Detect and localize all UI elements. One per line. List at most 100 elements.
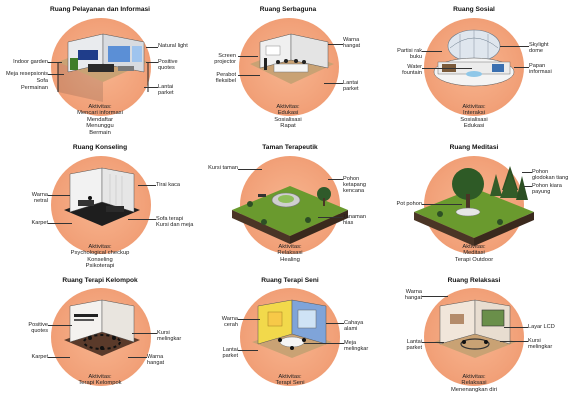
activity-item: Psikoterapi	[85, 263, 115, 270]
label-meja-melingkar: Meja melingkar	[344, 340, 369, 352]
activity-list: Aktivitas: Meditasi Terapi Outdoor	[374, 244, 574, 263]
label-cahaya-alami: Cahaya alami	[344, 320, 364, 332]
label-sofa-terapi: Sofa terapi	[156, 216, 184, 222]
activity-list: Aktivitas: Mencari informasi Mendaftar M…	[0, 104, 200, 136]
leader-line	[48, 325, 72, 326]
label-meja-resepsionis: Meja resepsionis	[6, 71, 48, 77]
leader-line	[238, 56, 258, 57]
label-positive-quotes: Positive quotes	[28, 322, 48, 334]
leader-line	[238, 350, 258, 351]
label-screen-projector: Screen projector	[214, 53, 236, 65]
activity-item: Relaksasi	[277, 250, 303, 257]
activity-heading: Aktivitas:	[88, 374, 112, 380]
activity-item: Healing	[280, 256, 300, 263]
label-water-fountain: Water fountain	[402, 64, 422, 76]
label-tirai-kaca: Tirai kaca	[156, 182, 181, 188]
activity-heading: Aktivitas:	[88, 244, 112, 250]
label-permainan: Permainan	[20, 85, 48, 91]
panel-ruang-terapi-kelompok: Ruang Terapi Kelompok Positive quotes Ka…	[0, 270, 200, 397]
leader-line	[328, 44, 343, 45]
label-kursi-melingkar: Kursi melingkar	[157, 330, 182, 342]
leader-line	[504, 327, 528, 328]
leader-line	[422, 68, 472, 69]
leader-line	[48, 223, 72, 224]
activity-heading: Aktivitas:	[462, 374, 486, 380]
activity-item: Terapi Seni	[275, 380, 305, 387]
leader-line	[514, 67, 529, 68]
activity-item: Bermain	[89, 129, 111, 136]
label-indoor-garden: Indoor garden	[13, 59, 48, 65]
activity-item: Menunggu	[86, 123, 114, 130]
activity-item: Edukasi	[463, 123, 485, 130]
meditation-garden-illustration	[414, 166, 534, 246]
label-layar-lcd: Layar LCD	[528, 324, 555, 330]
activity-list: Aktivitas: Interaksi Sosialisasi Edukasi	[374, 104, 574, 130]
activity-item: Konseling	[87, 256, 113, 263]
leader-line	[500, 46, 529, 47]
label-warna-hangat: Warna hangat	[343, 37, 361, 49]
panel-ruang-konseling: Ruang Konseling Warna netral Karpet Tira…	[0, 138, 200, 270]
leader-line	[318, 217, 343, 218]
label-lantai-parket: Lantai parket	[406, 339, 422, 351]
label-warna-hangat: Warna hangat	[147, 354, 165, 366]
leader-line	[522, 172, 532, 173]
panel-title: Ruang Meditasi	[449, 144, 499, 151]
multipurpose-room-illustration	[250, 33, 334, 84]
social-room-illustration	[433, 29, 515, 87]
label-karpet: Karpet	[31, 220, 48, 226]
panel-ruang-sosial: Ruang Sosial Partisi rak buku Water foun…	[374, 0, 574, 150]
panel-ruang-terapi-seni: Ruang Terapi Seni Warna cerah Lantai par…	[190, 270, 390, 397]
leader-line	[422, 204, 462, 205]
leader-line	[128, 357, 147, 358]
activity-item: Mendaftar	[86, 116, 114, 123]
panel-title: Taman Terapeutik	[262, 144, 318, 151]
label-partisi-rak-buku: Partisi rak buku	[397, 48, 422, 60]
activity-item: Terapi Outdoor	[454, 256, 494, 263]
label-natural-light: Natural light	[158, 43, 188, 49]
activity-item: Terapi Kelompok	[78, 380, 122, 387]
label-warna-hangat: Warna hangat	[404, 289, 422, 301]
activity-list: Aktivitas: Edukasi Sosialisasi Rapat	[188, 104, 388, 130]
label-pohon-glodokan: Pohon glodokan tiang	[532, 169, 569, 181]
leader-line	[48, 357, 70, 358]
label-warna-cerah: Warna cerah	[221, 316, 238, 328]
panel-taman-terapeutik: Taman Terapeutik Kursi taman Pohon ketap…	[190, 138, 390, 268]
leader-line	[238, 169, 262, 170]
label-kursi-taman: Kursi taman	[208, 165, 238, 171]
leader-line	[138, 185, 156, 186]
leader-line	[48, 195, 70, 196]
activity-list: Aktivitas: Terapi Kelompok	[0, 374, 200, 387]
activity-item: Meditasi	[463, 250, 485, 257]
leader-line	[48, 62, 62, 63]
activity-item: Sosialisasi	[274, 116, 302, 123]
activity-list: Aktivitas: Psychological checkup Konseli…	[0, 244, 200, 270]
label-kursi-melingkar: Kursi melingkar	[528, 338, 553, 350]
activity-heading: Aktivitas:	[88, 104, 112, 110]
leader-line	[500, 341, 528, 342]
activity-heading: Aktivitas:	[278, 374, 302, 380]
leader-line	[524, 186, 532, 187]
label-pot-pohon: Pot pohon	[396, 201, 422, 207]
leader-line	[146, 47, 158, 48]
activity-item: Edukasi	[277, 110, 299, 117]
label-warna-netral: Warna netral	[31, 192, 48, 204]
label-karpet: Karpet	[31, 354, 48, 360]
activity-heading: Aktivitas:	[278, 244, 302, 250]
label-kursi-dan-meja: Kursi dan meja	[156, 222, 194, 228]
leader-line	[422, 296, 448, 297]
label-sofa: Sofa	[36, 78, 48, 84]
leader-line	[238, 319, 260, 320]
panel-title: Ruang Serbaguna	[259, 6, 317, 13]
label-pohon-ketapang: Pohon ketapang kencana	[343, 176, 367, 194]
activity-item: Rapat	[280, 123, 296, 130]
panel-title: Ruang Sosial	[453, 6, 495, 13]
art-therapy-room-illustration	[252, 299, 332, 358]
activity-heading: Aktivitas:	[462, 244, 486, 250]
label-lantai-parket: Lantai parket	[222, 347, 238, 359]
activity-list: Aktivitas: Relaksasi Menenangkan diri	[374, 374, 574, 393]
leader-line	[132, 333, 157, 334]
activity-heading: Aktivitas:	[462, 104, 486, 110]
leader-line	[422, 342, 444, 343]
panel-title: Ruang Terapi Seni	[261, 277, 319, 284]
panel-title: Ruang Relaksasi	[447, 277, 501, 284]
